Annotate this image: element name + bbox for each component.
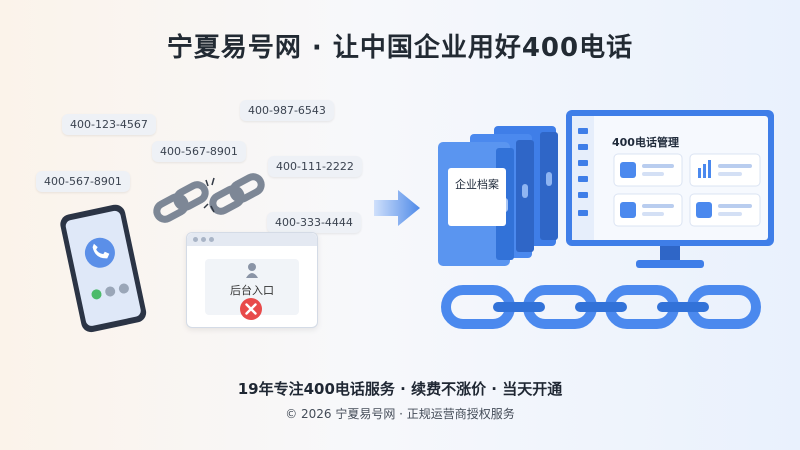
banner-title: 宁夏易号网 · 让中国企业用好400电话 xyxy=(166,33,634,63)
number-tag: 400-567-8901 xyxy=(152,141,246,162)
user-icon xyxy=(246,263,258,278)
arrow-right-icon xyxy=(374,190,420,226)
number-tag: 400-111-2222 xyxy=(268,156,362,177)
admin-login-window: 后台入口 xyxy=(186,232,318,328)
broken-chain-icon xyxy=(153,173,265,223)
number-tag: 400-567-8901 xyxy=(36,171,130,192)
phone-icon xyxy=(60,204,147,333)
enterprise-file-label: 企业档案 xyxy=(448,168,506,226)
admin-entry-label: 后台入口 xyxy=(230,284,274,297)
number-tag: 400-333-4444 xyxy=(267,212,361,233)
monitor-title: 400电话管理 xyxy=(612,136,679,149)
chain-icon xyxy=(441,285,761,329)
number-tag: 400-123-4567 xyxy=(62,114,156,135)
error-icon xyxy=(240,298,262,320)
monitor-icon xyxy=(566,110,774,268)
footer-copyright: © 2026 宁夏易号网 · 正规运营商授权服务 xyxy=(285,407,515,421)
footer-slogan: 19年专注400电话服务 · 续费不涨价 · 当天开通 xyxy=(237,380,563,398)
number-tag: 400-987-6543 xyxy=(240,100,334,121)
